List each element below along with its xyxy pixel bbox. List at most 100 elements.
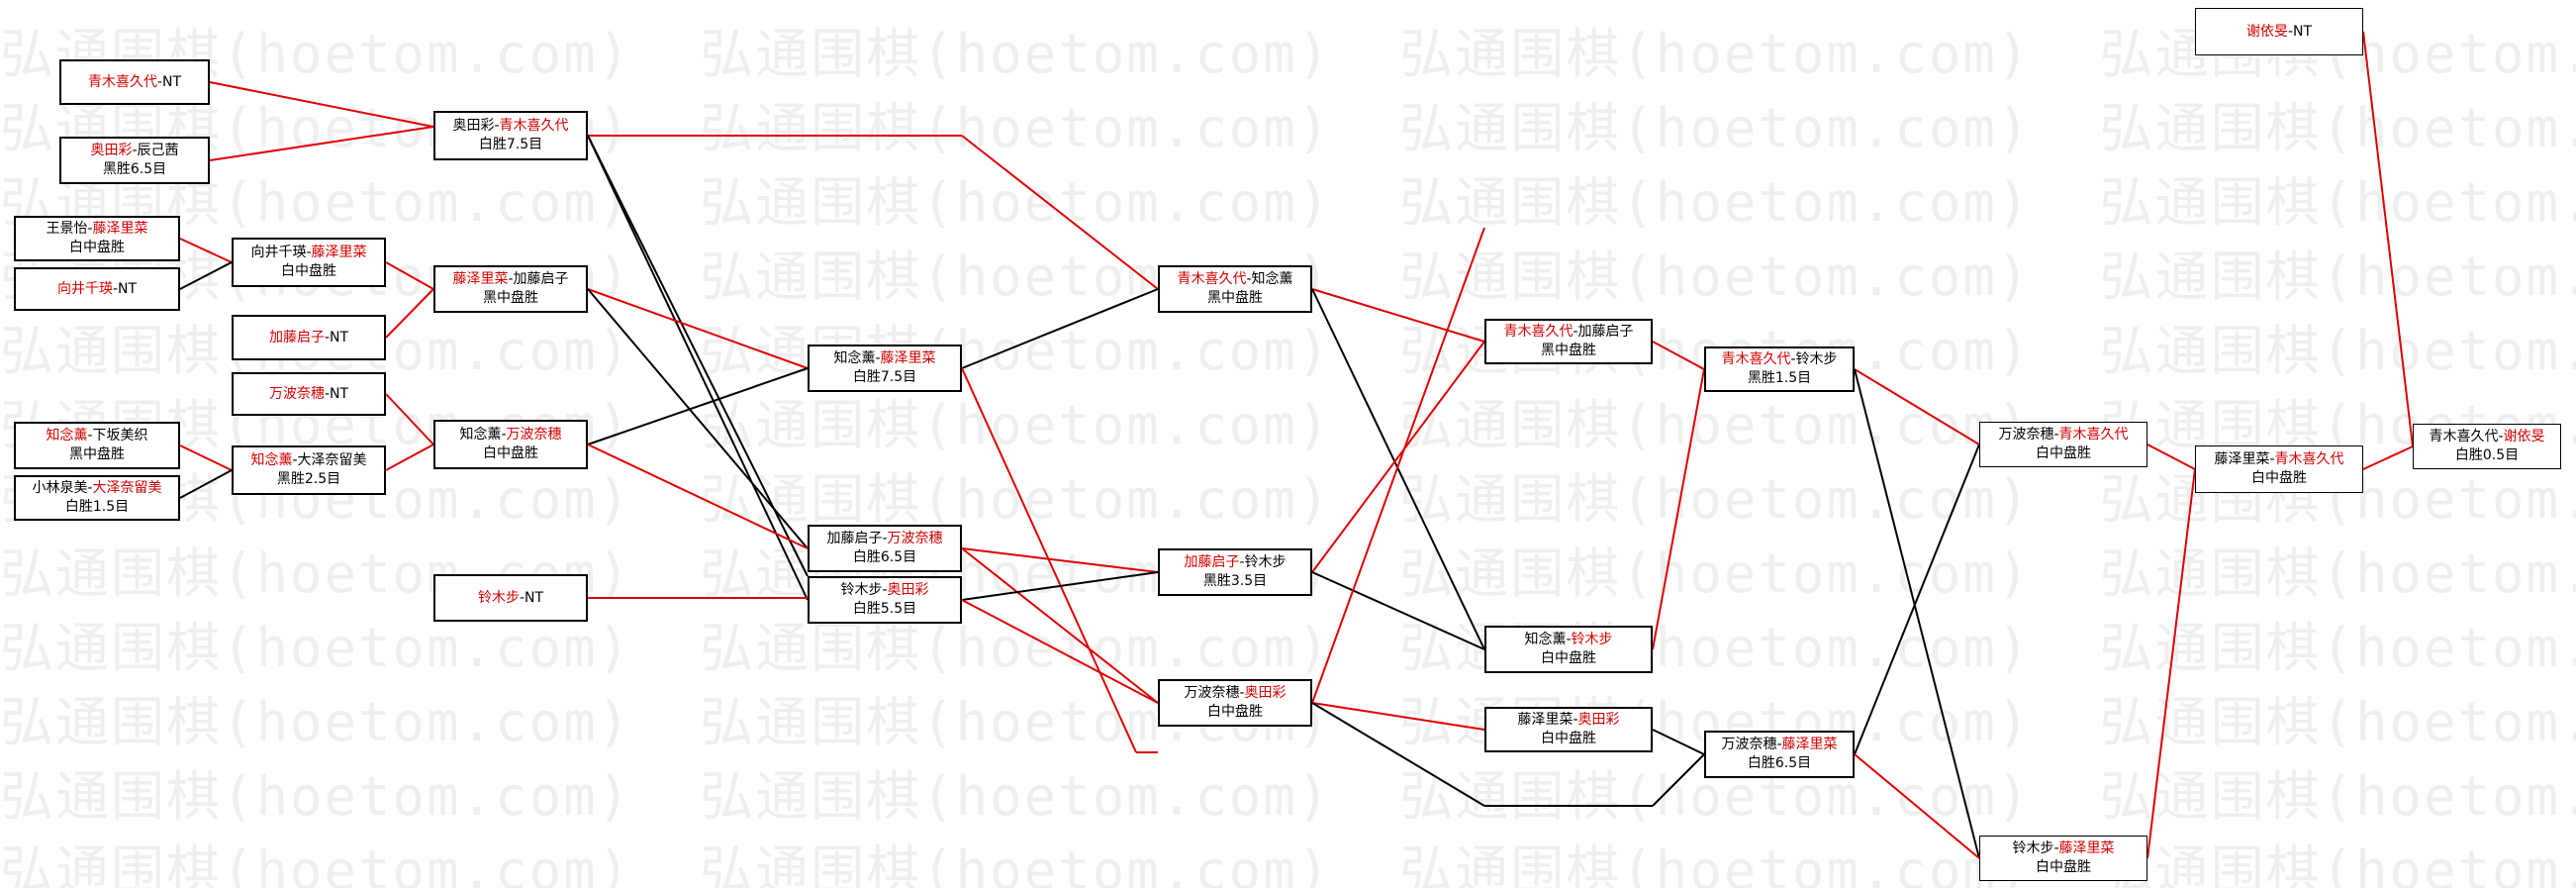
player-a: 万波奈穗 [1184, 685, 1240, 701]
match-box: 藤泽里菜-青木喜久代白中盘胜 [2195, 445, 2363, 493]
bracket-connector [587, 444, 809, 549]
player-a: 知念薰 [250, 452, 293, 468]
match-box: 万波奈穗-NT [232, 372, 386, 416]
player-b: 青木喜久代 [2274, 451, 2344, 467]
player-b: NT [330, 329, 349, 345]
player-b: 青木喜久代 [499, 118, 569, 134]
bracket-connector [587, 367, 809, 445]
player-b: 加藤启子 [513, 271, 569, 287]
bracket-connector [2147, 468, 2196, 859]
match-result: 黑胜3.5目 [1202, 573, 1268, 589]
player-a: 谢依旻 [2245, 23, 2288, 40]
player-b: 谢依旻 [2503, 429, 2545, 444]
match-box: 知念薰-万波奈穗白中盘胜 [433, 420, 588, 469]
player-a: 铃木步 [477, 589, 520, 606]
bracket-connector [1854, 368, 1980, 445]
bracket-connector [385, 444, 434, 471]
match-box: 藤泽里菜-奥田彩白中盘胜 [1484, 707, 1653, 752]
match-result: 白中盘胜 [69, 240, 125, 255]
match-result: 白胜7.5目 [478, 137, 543, 152]
player-b: NT [2293, 23, 2313, 40]
match-result: 白胜7.5目 [852, 369, 917, 385]
player-a: 万波奈穗 [268, 385, 325, 402]
match-box: 奥田彩-辰己茜黑胜6.5目 [59, 137, 210, 184]
match-box: 王景怡-藤泽里菜白中盘胜 [14, 216, 180, 261]
player-a: 知念薰 [1524, 632, 1567, 647]
player-b: 藤泽里菜 [2058, 840, 2115, 856]
match-box: 知念薰-大泽奈留美黑胜2.5目 [232, 445, 386, 495]
player-b: 加藤启子 [1577, 324, 1634, 340]
bracket-connector [961, 547, 1159, 704]
match-box: 铃木步-奥田彩白胜5.5目 [808, 576, 962, 624]
player-a: 知念薰 [46, 428, 88, 444]
player-a: 加藤启子 [268, 329, 325, 345]
match-box: 知念薰-铃木步白中盘胜 [1484, 626, 1653, 673]
player-a: 藤泽里菜 [1517, 712, 1574, 728]
player-a: 加藤启子 [826, 531, 883, 546]
bracket-connector [587, 288, 809, 369]
bracket-connector [961, 571, 1159, 601]
player-a: 铃木步 [2012, 840, 2054, 856]
player-b: 铃木步 [1244, 554, 1287, 570]
match-box: 青木喜久代-铃木步黑胜1.5目 [1704, 346, 1855, 392]
player-b: NT [330, 385, 349, 402]
match-box: 谢依旻-NT [2195, 8, 2363, 55]
match-box: 向井千瑛-NT [14, 267, 180, 311]
match-result: 黑胜1.5目 [1747, 370, 1812, 386]
bracket-connector [961, 547, 1159, 573]
bracket-connector [1311, 702, 1485, 731]
player-a: 加藤启子 [1184, 554, 1240, 570]
player-b: 藤泽里菜 [880, 350, 936, 366]
bracket-connector [961, 599, 1159, 704]
match-box: 铃木步-NT [433, 574, 588, 622]
match-box: 铃木步-藤泽里菜白中盘胜 [1979, 836, 2147, 881]
bracket-connector [1854, 444, 1980, 755]
bracket-connector [1311, 288, 1485, 343]
match-box: 小林泉美-大泽奈留美白胜1.5目 [14, 475, 180, 521]
player-b: 奥田彩 [1577, 712, 1620, 728]
bracket-connector [1652, 341, 1705, 370]
bracket-connector [179, 261, 233, 290]
match-result: 白胜1.5目 [64, 499, 130, 515]
match-result: 白胜6.5目 [1747, 755, 1812, 771]
player-a: 奥田彩 [452, 118, 495, 134]
match-result: 黑中盘胜 [1541, 343, 1596, 358]
bracket-connector [1652, 729, 1705, 755]
bracket-connector [1311, 702, 1485, 807]
match-result: 黑胜6.5目 [102, 161, 167, 177]
bracket-connector [385, 393, 434, 445]
bracket-connector [209, 81, 434, 128]
player-a: 万波奈穗 [1998, 427, 2054, 443]
match-result: 白中盘胜 [483, 445, 538, 461]
match-result: 白胜6.5目 [852, 549, 917, 565]
match-result: 白中盘胜 [1541, 650, 1596, 666]
bracket-connector [179, 469, 233, 499]
player-a: 藤泽里菜 [452, 271, 509, 287]
bracket-connector [1652, 368, 1705, 650]
player-b: 万波奈穗 [887, 531, 943, 546]
player-a: 向井千瑛 [250, 245, 307, 260]
match-box: 青木喜久代-加藤启子黑中盘胜 [1484, 319, 1653, 364]
player-b: 知念薰 [1251, 271, 1293, 287]
bracket-connector [2362, 31, 2414, 447]
bracket-connector [2147, 444, 2196, 470]
player-b: 藤泽里菜 [1781, 737, 1838, 752]
player-b: NT [118, 280, 138, 297]
match-result: 白胜5.5目 [852, 601, 917, 617]
player-a: 万波奈穗 [1721, 737, 1777, 752]
player-b: 青木喜久代 [2058, 427, 2129, 443]
player-b: 下坂美织 [92, 428, 148, 444]
bracket-connector [1854, 753, 1980, 859]
player-b: 铃木步 [1571, 632, 1613, 647]
player-b: 大泽奈留美 [92, 480, 162, 496]
player-b: 辰己茜 [137, 143, 179, 158]
bracket-connector [1311, 227, 1485, 704]
player-a: 藤泽里菜 [2214, 451, 2270, 467]
player-b: 奥田彩 [1244, 685, 1287, 701]
bracket-connector [1311, 288, 1485, 650]
bracket-connector [209, 126, 434, 161]
player-a: 青木喜久代 [2429, 429, 2499, 444]
player-a: 王景怡 [46, 221, 88, 237]
match-box: 向井千瑛-藤泽里菜白中盘胜 [232, 238, 386, 287]
